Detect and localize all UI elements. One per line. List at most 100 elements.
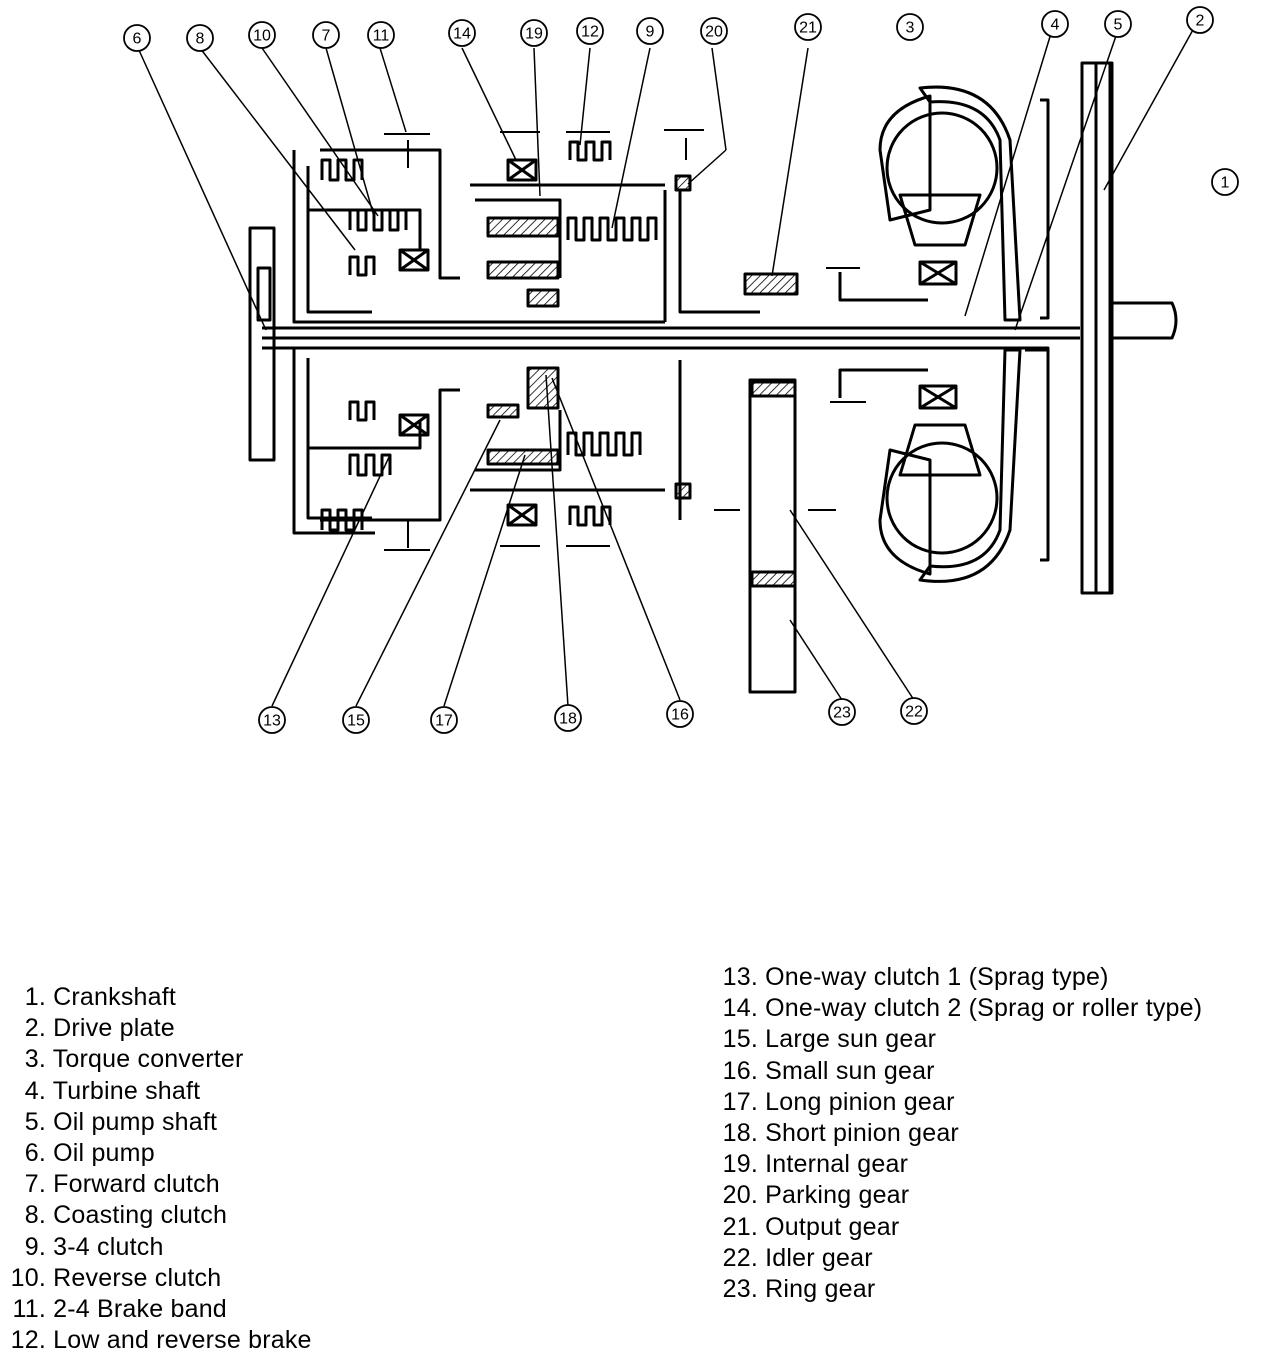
callout-13: 13 xyxy=(258,706,286,734)
callout-label: 10 xyxy=(253,28,271,45)
callout-9: 9 xyxy=(636,17,664,45)
reverse-clutch xyxy=(320,158,364,532)
callout-label: 7 xyxy=(322,28,331,45)
callout-21: 21 xyxy=(794,13,822,41)
coasting-clutch xyxy=(348,255,376,422)
callout-label: 9 xyxy=(646,24,655,41)
callout-23: 23 xyxy=(828,698,856,726)
legend-text: 2-4 Brake band xyxy=(53,1295,227,1324)
legend-number: 17. xyxy=(722,1087,758,1116)
legend-item: 14. One-way clutch 2 (Sprag or roller ty… xyxy=(714,993,1202,1024)
legend-number: 10. xyxy=(10,1263,46,1292)
legend-text: Coasting clutch xyxy=(53,1201,228,1230)
callout-label: 19 xyxy=(525,26,543,43)
callout-label: 15 xyxy=(347,713,365,730)
legend-text: Forward clutch xyxy=(53,1170,220,1199)
legend-text: Torque converter xyxy=(52,1045,244,1074)
crankshaft xyxy=(1108,290,1178,350)
callout-19: 19 xyxy=(520,19,548,47)
legend-text: Internal gear xyxy=(765,1150,909,1179)
callout-label: 3 xyxy=(906,20,915,37)
legend-text: Oil pump xyxy=(53,1139,155,1168)
legend-item: 2. Drive plate xyxy=(6,1013,312,1044)
legend-text: Large sun gear xyxy=(765,1025,937,1054)
callout-label: 22 xyxy=(905,704,923,721)
legend-item: 12. Low and reverse brake xyxy=(6,1325,312,1356)
oil-pump xyxy=(248,226,276,462)
low-reverse-brake xyxy=(568,140,612,527)
legend-item: 9. 3-4 clutch xyxy=(6,1232,312,1263)
legend-number: 6. xyxy=(24,1139,46,1168)
callout-10: 10 xyxy=(248,21,276,49)
legend-item: 5. Oil pump shaft xyxy=(6,1107,312,1138)
callout-7: 7 xyxy=(312,21,340,49)
callout-label: 13 xyxy=(263,713,281,730)
idler-gear xyxy=(748,378,797,694)
legend-item: 18. Short pinion gear xyxy=(714,1118,1202,1149)
legend-item: 3. Torque converter xyxy=(6,1044,312,1075)
legend-number: 8. xyxy=(24,1201,46,1230)
legend-item: 16. Small sun gear xyxy=(714,1056,1202,1087)
callout-label: 12 xyxy=(581,24,599,41)
legend-text: Oil pump shaft xyxy=(53,1107,218,1136)
legend-text: Drive plate xyxy=(53,1014,175,1043)
legend-item: 23. Ring gear xyxy=(714,1274,1202,1305)
clutch-housing xyxy=(292,148,760,535)
one-way-clutch-2 xyxy=(506,158,538,527)
callout-4: 4 xyxy=(1041,10,1069,38)
callout-label: 16 xyxy=(671,707,689,724)
callout-16: 16 xyxy=(666,700,694,728)
legend-item: 11. 2-4 Brake band xyxy=(6,1294,312,1325)
legend-item: 7. Forward clutch xyxy=(6,1169,312,1200)
legend-number: 12. xyxy=(10,1326,46,1355)
legend-text: Idler gear xyxy=(765,1243,873,1272)
legend-item: 4. Turbine shaft xyxy=(6,1076,312,1107)
callout-label: 21 xyxy=(799,20,817,37)
legend-text: Output gear xyxy=(765,1212,900,1241)
legend-item: 17. Long pinion gear xyxy=(714,1087,1202,1118)
callout-label: 14 xyxy=(453,26,471,43)
callout-15: 15 xyxy=(342,706,370,734)
callout-label: 4 xyxy=(1051,17,1060,34)
planetary-gearset xyxy=(475,198,562,472)
callout-label: 18 xyxy=(559,711,577,728)
legend-number: 2. xyxy=(24,1014,46,1043)
legend-number: 4. xyxy=(24,1076,46,1105)
callout-2: 2 xyxy=(1186,6,1214,34)
legend-text: Ring gear xyxy=(765,1275,876,1304)
legend-number: 18. xyxy=(722,1119,758,1148)
legend-text: Crankshaft xyxy=(53,983,177,1011)
legend-number: 16. xyxy=(722,1056,758,1085)
turbine-shaft xyxy=(262,326,1080,350)
leader-lines xyxy=(137,27,1195,707)
legend-right: 13. One-way clutch 1 (Sprag type)14. One… xyxy=(714,962,1202,1305)
legend-number: 20. xyxy=(722,1181,758,1210)
callout-14: 14 xyxy=(448,19,476,47)
callout-18: 18 xyxy=(554,704,582,732)
callout-11: 11 xyxy=(367,21,395,49)
legend-number: 11. xyxy=(12,1295,46,1324)
legend-item: 1. Crankshaft xyxy=(6,982,312,1013)
callout-1: 1 xyxy=(1211,168,1239,196)
legend-number: 19. xyxy=(722,1150,758,1179)
callout-20: 20 xyxy=(700,17,728,45)
callout-label: 6 xyxy=(133,31,142,48)
legend-number: 3. xyxy=(24,1045,46,1074)
callout-22: 22 xyxy=(900,697,928,725)
callout-label: 23 xyxy=(833,705,851,722)
legend-text: Turbine shaft xyxy=(52,1076,201,1105)
legend-number: 14. xyxy=(722,994,758,1023)
torque-converter xyxy=(838,85,1050,583)
legend-number: 15. xyxy=(722,1025,758,1054)
callout-5: 5 xyxy=(1104,10,1132,38)
three-four-clutch xyxy=(566,216,658,457)
legend-item: 21. Output gear xyxy=(714,1212,1202,1243)
legend-item: 15. Large sun gear xyxy=(714,1024,1202,1055)
legend-number: 23. xyxy=(722,1275,758,1304)
legend-text: Small sun gear xyxy=(765,1056,935,1085)
callout-label: 11 xyxy=(373,28,390,45)
legend-item: 20. Parking gear xyxy=(714,1180,1202,1211)
